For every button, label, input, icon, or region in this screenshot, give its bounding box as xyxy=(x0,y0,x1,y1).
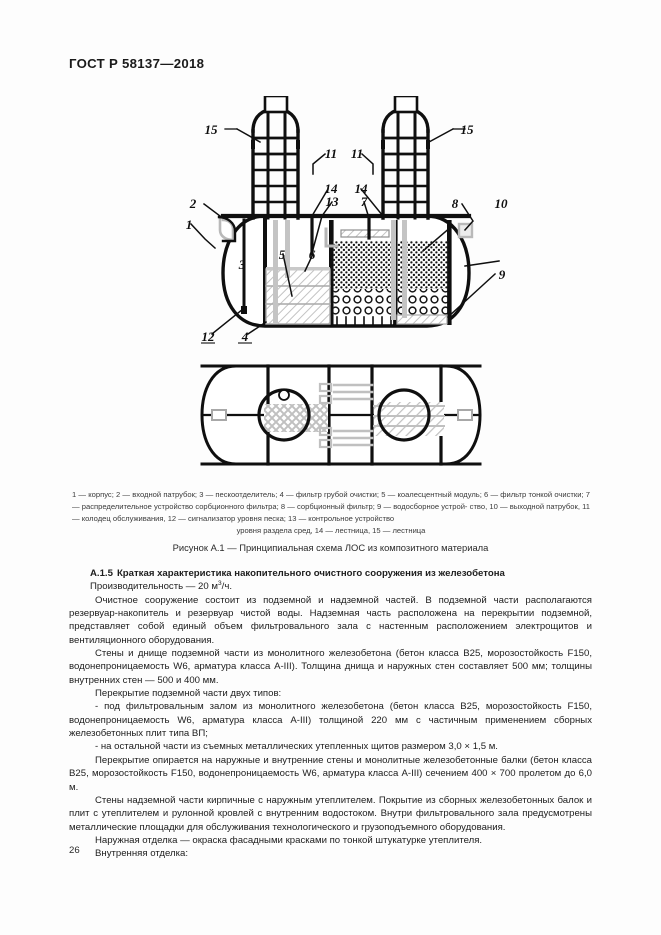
paragraph-capacity: Производительность — 20 м3/ч. xyxy=(69,580,592,593)
pipe-left-a xyxy=(273,220,278,324)
callout-1-left: 1 xyxy=(186,217,193,232)
plan-outlet-nozzle xyxy=(457,409,473,421)
callout-2: 2 xyxy=(189,196,197,211)
section-number: А.1.5 xyxy=(90,568,113,579)
callout-11-right: 11 xyxy=(351,146,363,161)
legend-line-4: уровня раздела сред, 14 — лестница, 15 —… xyxy=(236,526,426,536)
paragraph-2: Стены и днище подземной части из монолит… xyxy=(69,648,592,686)
paragraph-5: - на остальной части из съемных металлич… xyxy=(95,741,498,753)
callout-7: 7 xyxy=(361,194,368,209)
paragraph-4: - под фильтровальным залом из монолитног… xyxy=(69,701,592,740)
paragraph-9: Внутренняя отделка: xyxy=(95,848,189,860)
capacity-pre: Производительность — 20 м xyxy=(90,581,218,593)
capacity-exponent: 3 xyxy=(217,580,222,588)
legend-line-3: ство, 10 — выходной патрубок, 11 — колод… xyxy=(72,502,590,524)
capacity-post: /ч. xyxy=(221,581,232,593)
legend-line-1: 1 — корпус; 2 — входной патрубок; 3 — пе… xyxy=(72,490,527,499)
pipe-center-a xyxy=(391,220,396,320)
callout-4: 4 xyxy=(241,329,249,344)
callout-3: 3 xyxy=(238,257,246,272)
callout-10: 10 xyxy=(495,196,509,211)
plan-inlet-nozzle xyxy=(211,409,227,421)
paragraph-7: Стены надземной части кирпичные с наружн… xyxy=(69,794,592,833)
callout-12: 12 xyxy=(202,329,216,344)
figure-caption: Рисунок А.1 — Принципиальная схема ЛОС и… xyxy=(172,542,489,553)
distribution-device xyxy=(340,229,390,238)
section-heading-text: Краткая характеристика накопительного оч… xyxy=(116,568,505,579)
figure-elevation-view: 15 15 11 11 14 14 2 1 13 7 8 10 9 3 5 6 … xyxy=(165,96,517,348)
figure-legend: 1 — корпус; 2 — входной патрубок; 3 — пе… xyxy=(72,489,590,537)
water-collector xyxy=(396,314,448,325)
standard-header: ГОСТ Р 58137—2018 xyxy=(69,56,205,71)
callout-9: 9 xyxy=(499,267,506,282)
sorption-media-left xyxy=(333,241,394,289)
wall-2 xyxy=(329,220,334,325)
legend-line-2: тонкой очистки; 7 — распределительное ус… xyxy=(72,490,590,512)
sand-level-sensor xyxy=(241,306,247,314)
callout-15-left: 15 xyxy=(205,122,219,137)
wall-4 xyxy=(447,220,452,325)
pipe-center-b xyxy=(402,220,407,318)
callout-8: 8 xyxy=(452,196,459,211)
paragraph-1: Очистное сооружение состоит из подземной… xyxy=(69,594,592,646)
wall-1 xyxy=(263,218,267,325)
callout-15-right: 15 xyxy=(461,122,475,137)
callout-6: 6 xyxy=(309,247,316,262)
ring-media-left xyxy=(333,289,394,317)
figure-plan-view xyxy=(196,358,486,473)
callout-labels: 15 15 11 11 14 14 2 1 13 7 8 10 9 3 5 6 … xyxy=(186,122,508,344)
callout-5: 5 xyxy=(279,247,286,262)
plan-block-left xyxy=(264,404,328,432)
page-number: 26 xyxy=(69,845,80,856)
paragraph-6: Перекрытие опирается на наружные и внутр… xyxy=(69,754,592,793)
pipe-left-b xyxy=(285,220,290,278)
paragraph-8: Наружная отделка — окраска фасадными кра… xyxy=(95,834,483,846)
callout-13: 13 xyxy=(326,194,340,209)
manhole-shaft-right xyxy=(381,96,430,220)
plan-manhole-right xyxy=(377,388,431,442)
callout-11-left: 11 xyxy=(325,146,337,161)
paragraph-3: Перекрытие подземной части двух типов: xyxy=(95,688,282,700)
callout-14-left: 14 xyxy=(325,181,339,196)
manhole-shaft-left xyxy=(251,96,300,220)
plan-vent-left xyxy=(278,389,290,401)
callout-14-right: 14 xyxy=(355,181,369,196)
leader-lines xyxy=(189,127,500,336)
